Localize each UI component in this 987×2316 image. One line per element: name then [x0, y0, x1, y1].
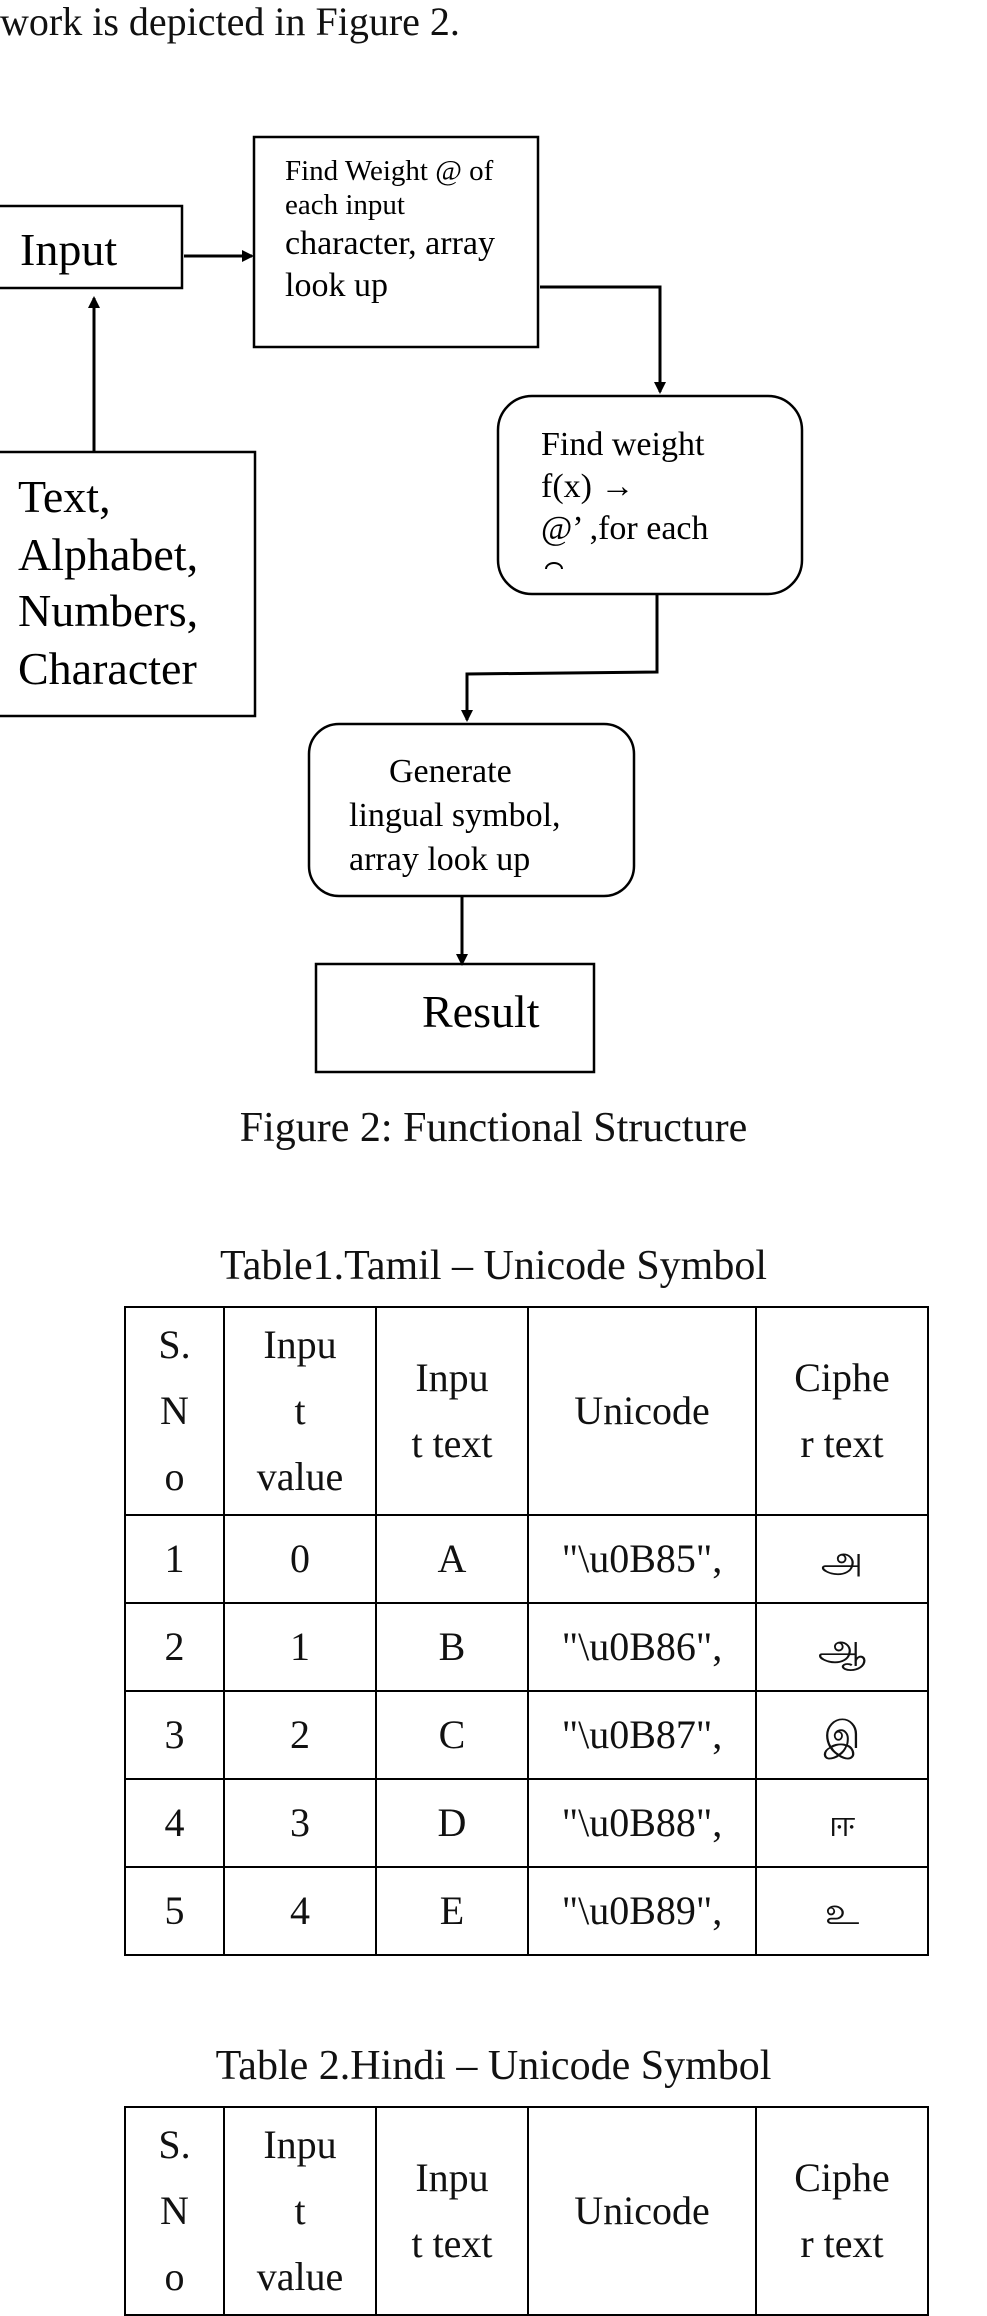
- weight-box-line: look up: [285, 267, 388, 304]
- intro-text: work is depicted in Figure 2.: [0, 0, 460, 44]
- weight-function-text: Find weight f(x) → @’ ,for each: [541, 426, 713, 547]
- table-row: 1 0 A "\u0B85", அ: [124, 1514, 929, 1604]
- header-unicode: Unicode: [527, 1306, 757, 1516]
- table-row: 4 3 D "\u0B88", ஈ: [124, 1778, 929, 1868]
- sources-line: Alphabet,: [18, 529, 198, 580]
- cell-input-text: E: [375, 1866, 529, 1956]
- sources-line: Character: [18, 643, 197, 694]
- arrow-fn-to-generate: [461, 594, 659, 722]
- functional-structure-diagram: Input Text, Alphabet, Numbers, Character…: [0, 135, 804, 1074]
- table1-title: Table1.Tamil – Unicode Symbol: [219, 1243, 768, 1289]
- sources-box: [0, 450, 257, 718]
- find-weight-text: Find Weight @ of each input character, a…: [285, 155, 499, 304]
- table-row: 3 2 C "\u0B87", இ: [124, 1690, 929, 1780]
- weight-box-line: Find Weight @ of: [285, 155, 494, 187]
- table2-title: Table 2.Hindi – Unicode Symbol: [215, 2043, 772, 2089]
- cell-input-text: C: [375, 1690, 529, 1780]
- cell-sno: 3: [124, 1690, 225, 1780]
- cell-sno: 4: [124, 1778, 225, 1868]
- cell-unicode: "\u0B86",: [527, 1602, 757, 1692]
- cell-input-text: B: [375, 1602, 529, 1692]
- generate-line: Generate: [389, 753, 512, 790]
- weight-box-line: each input: [285, 189, 405, 221]
- clipped-glyph-fragment: [545, 562, 563, 570]
- cell-cipher-text: அ: [755, 1514, 929, 1604]
- cell-input-value: 0: [223, 1514, 377, 1604]
- cell-unicode: "\u0B88",: [527, 1778, 757, 1868]
- weight-fn-line: f(x) →: [541, 468, 634, 505]
- weight-fn-line: Find weight: [541, 426, 705, 463]
- sources-line: Numbers,: [18, 585, 198, 636]
- weight-function-box: [496, 394, 804, 596]
- cell-input-value: 1: [223, 1602, 377, 1692]
- cell-cipher-text: உ: [755, 1866, 929, 1956]
- input-label: Input: [20, 224, 117, 275]
- arrow-weight-to-fn: [540, 285, 666, 394]
- input-box: [0, 204, 184, 290]
- table-row: 2 1 B "\u0B86", ஆ: [124, 1602, 929, 1692]
- sources-text: Text, Alphabet, Numbers, Character: [18, 471, 210, 694]
- cell-cipher-text: இ: [755, 1690, 929, 1780]
- generate-box: [307, 722, 636, 898]
- weight-box-line: character, array: [285, 225, 495, 262]
- generate-text: Generate lingual symbol, array look up: [349, 753, 569, 878]
- cell-unicode: "\u0B87",: [527, 1690, 757, 1780]
- cell-cipher-text: ஈ: [755, 1778, 929, 1868]
- cell-sno: 2: [124, 1602, 225, 1692]
- cell-input-value: 4: [223, 1866, 377, 1956]
- cell-input-text: D: [375, 1778, 529, 1868]
- cell-sno: 5: [124, 1866, 225, 1956]
- sources-line: Text,: [18, 471, 111, 522]
- cell-input-text: A: [375, 1514, 529, 1604]
- cell-unicode: "\u0B85",: [527, 1514, 757, 1604]
- cell-input-value: 2: [223, 1690, 377, 1780]
- find-weight-box: [252, 135, 540, 349]
- figure-caption: Figure 2: Functional Structure: [239, 1105, 748, 1151]
- weight-fn-line: @’ ,for each: [541, 510, 709, 547]
- generate-line: array look up: [349, 841, 530, 878]
- cell-unicode: "\u0B89",: [527, 1866, 757, 1956]
- table-row: 5 4 E "\u0B89", உ: [124, 1866, 929, 1956]
- generate-line: lingual symbol,: [349, 797, 561, 834]
- cell-cipher-text: ஆ: [755, 1602, 929, 1692]
- result-box: [314, 962, 596, 1074]
- cell-sno: 1: [124, 1514, 225, 1604]
- result-label: Result: [422, 986, 540, 1037]
- cell-input-value: 3: [223, 1778, 377, 1868]
- header-unicode: Unicode: [527, 2106, 757, 2316]
